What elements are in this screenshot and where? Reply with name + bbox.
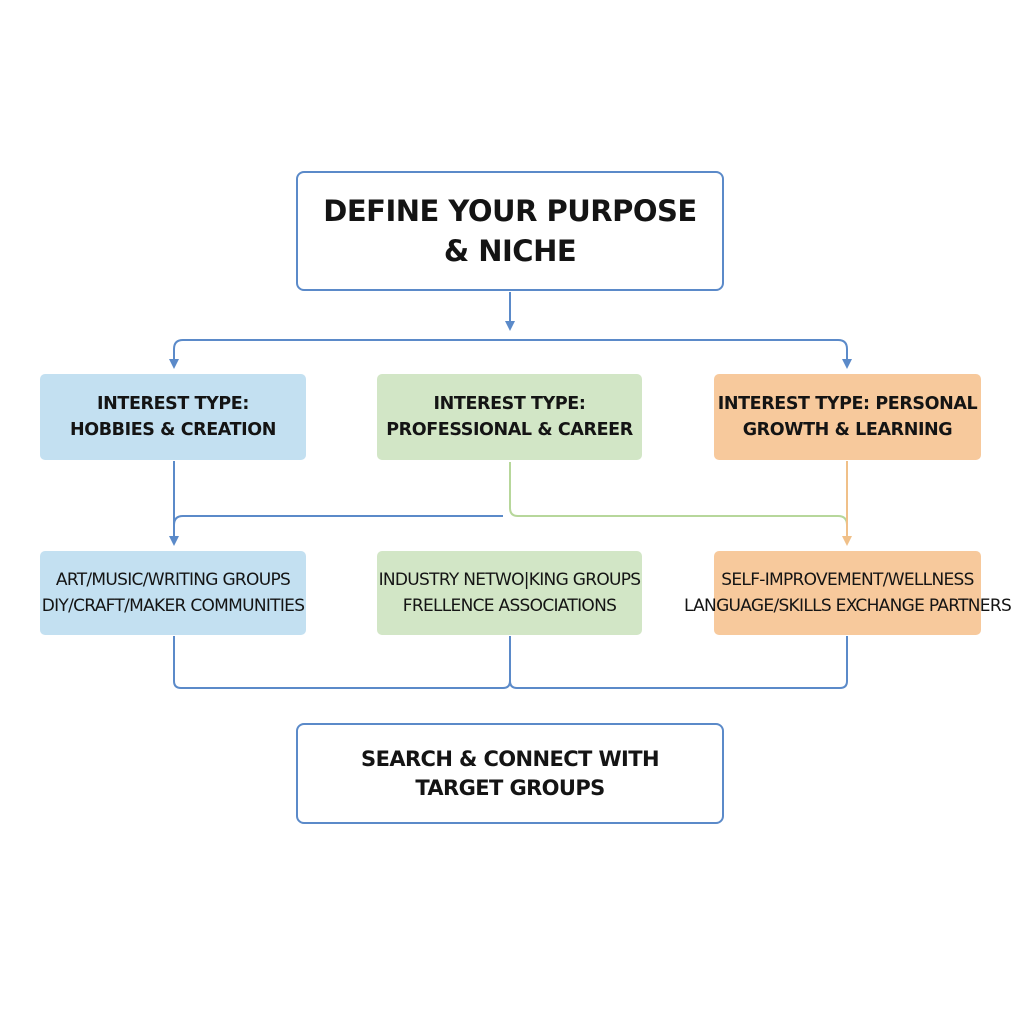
interest-type-career-line: INTEREST TYPE: bbox=[433, 394, 586, 414]
groups-career: INDUSTRY NETWO|KING GROUPS FRELLENCE ASS… bbox=[377, 551, 642, 635]
connector-career-branch bbox=[509, 462, 848, 526]
start-node-line: DEFINE YOUR PURPOSE bbox=[323, 194, 697, 228]
connector-split-to-hobbies bbox=[169, 339, 510, 369]
groups-career-line: FRELLENCE ASSOCIATIONS bbox=[402, 596, 617, 616]
interest-type-personal: INTEREST TYPE: PERSONAL GROWTH & LEARNIN… bbox=[714, 374, 981, 460]
connector-split-to-personal bbox=[510, 339, 852, 369]
interest-type-career: INTEREST TYPE: PROFESSIONAL & CAREER bbox=[377, 374, 642, 460]
connector-merge-left bbox=[173, 636, 511, 689]
groups-personal-line: SELF-IMPROVEMENT/WELLNESS bbox=[721, 570, 974, 590]
start-node: DEFINE YOUR PURPOSE & NICHE bbox=[296, 171, 724, 291]
groups-personal: SELF-IMPROVEMENT/WELLNESS LANGUAGE/SKILL… bbox=[684, 551, 1012, 635]
interest-type-personal-line: GROWTH & LEARNING bbox=[742, 420, 953, 440]
groups-personal-line: LANGUAGE/SKILLS EXCHANGE PARTNERS bbox=[683, 596, 1012, 616]
groups-hobbies-line: ART/MUSIC/WRITING GROUPS bbox=[55, 570, 291, 590]
interest-type-hobbies-line: INTEREST TYPE: bbox=[97, 394, 249, 414]
interest-type-personal-line: INTEREST TYPE: PERSONAL bbox=[717, 394, 978, 414]
start-node-line: & NICHE bbox=[443, 234, 577, 268]
connector-hobbies-branch bbox=[173, 515, 503, 526]
end-node-line: TARGET GROUPS bbox=[415, 775, 605, 800]
end-node: SEARCH & CONNECT WITH TARGET GROUPS bbox=[296, 723, 724, 824]
groups-career-line: INDUSTRY NETWO|KING GROUPS bbox=[378, 570, 642, 590]
end-node-line: SEARCH & CONNECT WITH bbox=[361, 746, 660, 771]
groups-hobbies: ART/MUSIC/WRITING GROUPS DIY/CRAFT/MAKER… bbox=[40, 551, 306, 635]
interest-type-career-line: PROFESSIONAL & CAREER bbox=[386, 420, 633, 440]
connector-merge-right bbox=[509, 636, 848, 689]
interest-type-hobbies: INTEREST TYPE: HOBBIES & CREATION bbox=[40, 374, 306, 460]
groups-hobbies-line: DIY/CRAFT/MAKER COMMUNITIES bbox=[41, 596, 305, 616]
interest-type-hobbies-line: HOBBIES & CREATION bbox=[70, 420, 276, 440]
